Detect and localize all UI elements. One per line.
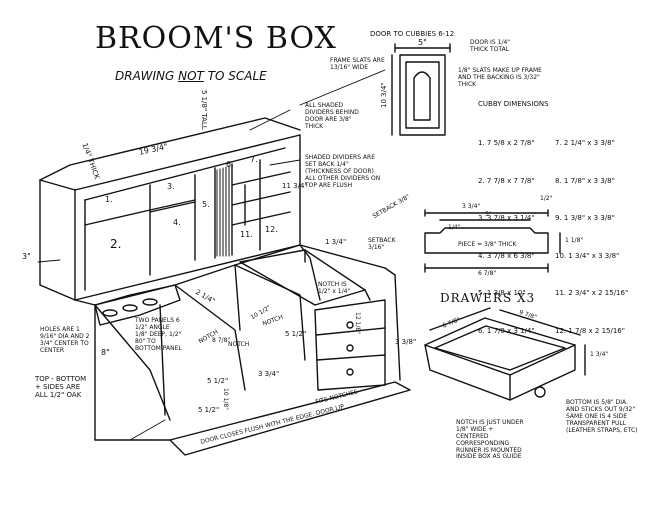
hutch-outline bbox=[39, 117, 301, 301]
label-d878: 8 7/8" bbox=[212, 337, 231, 344]
subtitle-not: NOT bbox=[178, 69, 204, 83]
piece-width-2: 6 7/8" bbox=[478, 270, 497, 277]
piece-half: 1/2" bbox=[540, 195, 553, 202]
cubby-item: 8. 1 7/8" x 3 3/8" bbox=[555, 176, 615, 185]
cubby-item: 7. 2 1/4" x 3 3/8" bbox=[555, 139, 615, 147]
cubby-num: 5. bbox=[202, 200, 210, 209]
label-h11: 11 3/4" bbox=[282, 182, 308, 190]
label-d512a: 5 1/2" bbox=[285, 330, 307, 338]
door-lip bbox=[94, 381, 411, 456]
label-two-panels: TWO PANELS 6 1/2" ANGLE 1/8" DEEP, 1/2" … bbox=[135, 317, 182, 352]
drawer-piece-drawing bbox=[424, 209, 561, 273]
cubby-num: 1. bbox=[105, 195, 113, 204]
label-d334: 3 3/4" bbox=[258, 370, 280, 378]
cubby-item: 10. 1 3/4" x 3 3/8" bbox=[555, 251, 620, 260]
label-top-bottom: TOP - BOTTOM + SIDES ARE ALL 1/2" OAK bbox=[35, 375, 87, 400]
door-thickness-note: DOOR IS 1/4" THICK TOTAL bbox=[470, 39, 511, 53]
cubby-num: 3. bbox=[167, 182, 175, 191]
door-header: DOOR TO CUBBIES 6-12 bbox=[370, 30, 455, 38]
door-slats-note: 1/8" SLATS MAKE UP FRAME AND THE BACKING… bbox=[458, 67, 542, 88]
label-d512b: 5 1/2" bbox=[207, 377, 229, 385]
label-d338: 3 3/8" bbox=[395, 338, 417, 346]
drawer-iso-drawing bbox=[424, 307, 586, 401]
subtitle-pre: DRAWING bbox=[115, 69, 175, 83]
cubby-item: 11. 2 3/4" x 2 15/16" bbox=[555, 289, 629, 297]
piece-side: 1 1/8" bbox=[565, 237, 584, 244]
leader-lines bbox=[37, 69, 386, 441]
label-all-shaded: ALL SHADED DIVIDERS BEHIND DOOR ARE 3/8"… bbox=[305, 102, 359, 130]
label-d134: 1 3/4" bbox=[325, 238, 347, 246]
subtitle-post: TO SCALE bbox=[207, 69, 267, 83]
drawers-header: DRAWERS X3 bbox=[440, 291, 536, 305]
door-drawing bbox=[391, 43, 451, 136]
subtitle: DRAWING NOT TO SCALE bbox=[115, 69, 267, 84]
cubby-header: CUBBY DIMENSIONS bbox=[478, 100, 549, 108]
label-shaded-setback: SHADED DIVIDERS ARE SET BACK 1/4" (THICK… bbox=[305, 154, 381, 189]
lower-box-outline bbox=[74, 244, 401, 441]
piece-width: 3 3/4" bbox=[462, 203, 481, 210]
door-width: 5" bbox=[418, 38, 427, 47]
cubby-num: 4. bbox=[173, 218, 181, 227]
cubby-item: 4. 3 7/8 x 6 3/8" bbox=[478, 251, 535, 260]
label-notch-3: NOTCH bbox=[228, 341, 250, 348]
shaded-divider bbox=[216, 165, 230, 257]
cubby-num: 6. bbox=[226, 160, 234, 169]
piece-inner-2: 1/4" bbox=[448, 224, 461, 231]
cubby-col-1: 1. 7 5/8 x 2 7/8" 2. 7 7/8 x 7 7/8" 3. 3… bbox=[478, 112, 535, 350]
cubby-num: 12. bbox=[265, 225, 278, 234]
label-d1018: 10 1/8" bbox=[222, 388, 229, 410]
label-setback-mid: SETBACK 3/16" bbox=[368, 237, 396, 251]
label-d512c: 5 1/2" bbox=[198, 406, 220, 414]
cubby-num: 7. bbox=[250, 155, 258, 164]
cubby-num: 11. bbox=[240, 230, 253, 239]
cubby-item: 9. 1 3/8" x 3 3/8" bbox=[555, 214, 615, 222]
door-height: 10 3/4" bbox=[380, 82, 388, 108]
cubby-item: 6. 1 7/8 x 3 1/4" bbox=[478, 326, 535, 335]
piece-inner: 5" bbox=[485, 211, 492, 218]
drawer-bottom-note: BOTTOM IS 5/8" DIA. AND STICKS OUT 9/32"… bbox=[566, 399, 638, 434]
door-frame-note: FRAME SLATS ARE 13/16" WIDE bbox=[330, 57, 385, 71]
cubby-num: 2. bbox=[110, 237, 122, 251]
label-d1218: 12 1/8" bbox=[354, 312, 361, 334]
drawer-notch-note: NOTCH IS JUST UNDER 1/8" WIDE + CENTERED… bbox=[456, 419, 524, 461]
label-notch-is: NOTCH IS 1/2" x 1/4" bbox=[318, 281, 351, 295]
cubby-item: 3. 3 7/8 x 3 1/4" bbox=[478, 214, 535, 222]
label-holes: HOLES ARE 1 9/16" DIA AND 2 3/4" CENTER … bbox=[40, 326, 90, 354]
label-left8: 8" bbox=[101, 348, 110, 357]
piece-note: PIECE = 3/8" THICK bbox=[458, 241, 517, 248]
cubby-item: 5. 1 3/8 x 10" bbox=[478, 289, 526, 297]
cubby-col-2: 7. 2 1/4" x 3 3/8" 8. 1 7/8" x 3 3/8" 9.… bbox=[555, 112, 628, 350]
cubby-item: 1. 7 5/8 x 2 7/8" bbox=[478, 139, 535, 147]
cubby-item: 2. 7 7/8 x 7 7/8" bbox=[478, 176, 535, 185]
drawer-height: 1 3/4" bbox=[590, 351, 609, 358]
cubby-item: 12. 1 7/8 x 2 15/16" bbox=[555, 326, 625, 335]
label-tall: 5 1/8" TALL bbox=[200, 90, 208, 130]
page-title: BROOM'S BOX bbox=[95, 21, 337, 56]
label-left3: 3" bbox=[22, 252, 31, 261]
